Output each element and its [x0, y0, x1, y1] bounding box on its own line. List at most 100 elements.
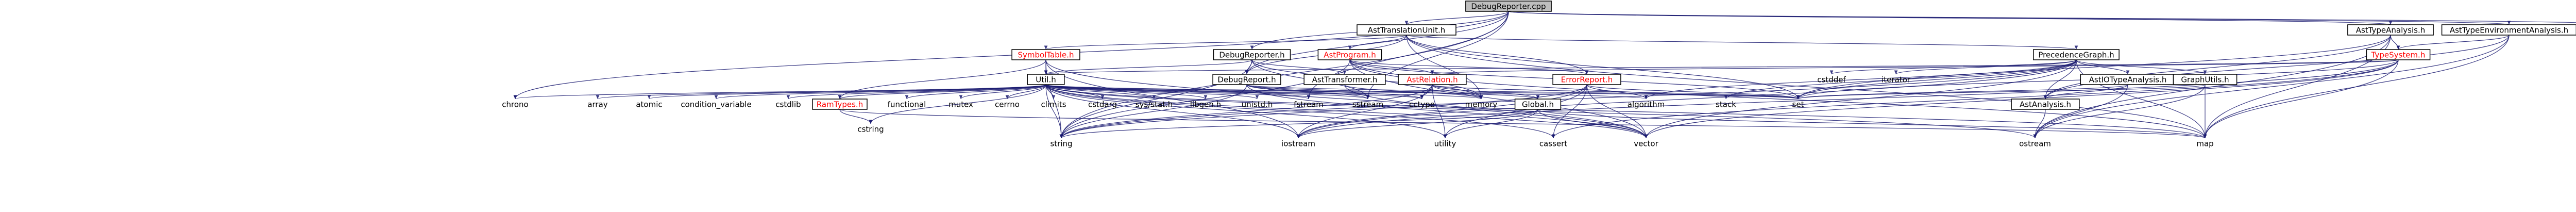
node-label: atomic: [636, 100, 662, 109]
node-box: [1027, 74, 1065, 85]
node-condition-variable[interactable]: condition_variable: [671, 99, 761, 110]
node-vector[interactable]: vector: [1628, 138, 1665, 149]
edge-util-h-to-mutex: [959, 84, 1046, 100]
node-ast-program-h[interactable]: AstProgram.h: [1317, 49, 1382, 60]
node-box: [1303, 74, 1386, 85]
node-map[interactable]: map: [2193, 138, 2217, 149]
node-graph-utils-h[interactable]: GraphUtils.h: [2173, 74, 2238, 85]
edge-error-report-h-to-iostream: [1296, 84, 1587, 139]
edge-util-h-to-memory: [1045, 84, 1483, 100]
node-label: cassert: [1539, 139, 1567, 149]
node-precedence-graph-h[interactable]: PrecedenceGraph.h: [2033, 49, 2120, 60]
node-ast-transformer-h[interactable]: AstTransformer.h: [1303, 74, 1386, 85]
edge-util-h-to-condition-variable: [714, 84, 1046, 100]
edge-ast-transformer-h-to-memory: [1344, 84, 1483, 100]
node-util-h[interactable]: Util.h: [1027, 74, 1065, 85]
edge-ast-relation-h-to-iostream: [1296, 84, 1433, 139]
edge-type-system-h-to-map: [2203, 59, 2399, 139]
edge-debug-report-h-to-set: [1246, 84, 1800, 100]
edge-ast-relation-h-to-global-h: [1432, 84, 1540, 100]
node-cctype[interactable]: cctype: [1403, 99, 1440, 109]
node-sstream[interactable]: sstream: [1347, 99, 1388, 109]
node-mutex[interactable]: mutex: [945, 99, 977, 109]
node-label: sstream: [1352, 100, 1383, 109]
dependency-edges: [513, 11, 2576, 139]
node-label: RamTypes.h: [817, 100, 863, 109]
node-label: sys/stat.h: [1136, 100, 1173, 109]
node-debug-report-h[interactable]: DebugReport.h: [1212, 74, 1281, 85]
node-label: DebugReporter.h: [1219, 51, 1284, 60]
node-label: cerrno: [995, 100, 1020, 109]
edge-graph-utils-h-to-ostream: [2033, 84, 2206, 139]
node-cerrno[interactable]: cerrno: [989, 99, 1026, 109]
node-label: libgen.h: [1190, 100, 1221, 109]
edge-util-h-to-cstring: [869, 84, 1046, 124]
node-debug-reporter-h[interactable]: DebugReporter.h: [1213, 49, 1291, 60]
edge-ast-type-analysis-h-to-ast-analysis-h: [2043, 35, 2391, 100]
edge-error-report-h-to-set: [1586, 84, 1800, 100]
edge-debug-report-h-to-global-h: [1246, 84, 1540, 100]
node-stack[interactable]: stack: [1710, 99, 1742, 109]
edge-ast-io-type-analysis-h-to-ast-analysis-h: [2043, 84, 2128, 100]
node-climits[interactable]: climits: [1033, 99, 1074, 109]
node-algorithm[interactable]: algorithm: [1621, 99, 1671, 109]
node-type-system-h[interactable]: TypeSystem.h: [2366, 49, 2431, 60]
node-label: SymbolTable.h: [1018, 51, 1074, 60]
edge-debug-report-h-to-string: [1059, 84, 1247, 139]
node-atomic[interactable]: atomic: [631, 99, 668, 109]
node-label: cstdlib: [775, 100, 801, 109]
node-label: cctype: [1409, 100, 1435, 109]
node-ast-analysis-h[interactable]: AstAnalysis.h: [2011, 99, 2080, 110]
node-box: [1357, 24, 1456, 36]
node-cstring[interactable]: cstring: [850, 124, 891, 134]
node-ram-types-h[interactable]: RamTypes.h: [812, 99, 868, 110]
node-global-h[interactable]: Global.h: [1514, 99, 1562, 110]
node-unistd-h[interactable]: unistd.h: [1234, 99, 1280, 109]
node-box: [1514, 99, 1562, 110]
node-label: map: [2196, 139, 2213, 149]
node-cstdarg[interactable]: cstdarg: [1082, 99, 1123, 109]
node-sys-stat-h[interactable]: sys/stat.h: [1127, 99, 1181, 109]
edge-debug-reporter-h-to-ast-transformer-h: [1251, 59, 1347, 75]
node-fstream[interactable]: fstream: [1288, 99, 1329, 109]
edge-ram-types-h-to-map: [839, 109, 2207, 139]
node-iterator[interactable]: iterator: [1873, 74, 1919, 85]
node-ast-translation-unit-h[interactable]: AstTranslationUnit.h: [1357, 24, 1456, 36]
node-set[interactable]: set: [1786, 99, 1810, 109]
edge-ast-type-env-analysis-h-to-ast-analysis-h: [2043, 35, 2510, 100]
node-iostream[interactable]: iostream: [1276, 138, 1321, 149]
node-functional[interactable]: functional: [879, 99, 934, 109]
node-label: array: [587, 100, 607, 109]
node-error-report-h[interactable]: ErrorReport.h: [1552, 74, 1621, 85]
edge-debug-reporter-cpp-to-ast-translation-unit-h: [1404, 11, 1509, 25]
node-cassert[interactable]: cassert: [1533, 138, 1574, 149]
node-memory[interactable]: memory: [1463, 99, 1500, 109]
edge-ast-type-env-analysis-h-to-type-system-h: [2396, 35, 2510, 50]
edge-util-h-to-libgen-h: [1045, 84, 1208, 100]
node-cstdlib[interactable]: cstdlib: [768, 99, 809, 109]
node-box: [1552, 74, 1621, 85]
node-array[interactable]: array: [582, 99, 614, 109]
node-cstddef[interactable]: cstddef: [1811, 74, 1852, 85]
edge-util-h-to-sstream: [1045, 84, 1370, 100]
node-box: [2173, 74, 2238, 85]
edge-ast-translation-unit-h-to-ast-program-h: [1348, 35, 1407, 50]
node-label: chrono: [502, 100, 528, 109]
node-debug-reporter-cpp[interactable]: DebugReporter.cpp: [1465, 1, 1552, 12]
node-symbol-table-h[interactable]: SymbolTable.h: [1011, 49, 1080, 60]
node-utility[interactable]: utility: [1425, 138, 1466, 149]
node-ast-type-analysis-h[interactable]: AstTypeAnalysis.h: [2347, 24, 2434, 36]
node-libgen-h[interactable]: libgen.h: [1183, 99, 1229, 109]
node-string[interactable]: string: [1043, 138, 1080, 149]
node-ast-relation-h[interactable]: AstRelation.h: [1398, 74, 1467, 85]
edge-ast-relation-h-to-cctype: [1420, 84, 1433, 100]
edge-ast-type-env-analysis-h-to-ostream: [2033, 35, 2510, 139]
node-ast-type-env-analysis-h[interactable]: AstTypeEnvironmentAnalysis.h: [2441, 24, 2576, 36]
node-ostream[interactable]: ostream: [2014, 138, 2056, 149]
node-ast-io-type-analysis-h[interactable]: AstIOTypeAnalysis.h: [2080, 74, 2176, 85]
node-box: [1398, 74, 1467, 85]
node-chrono[interactable]: chrono: [497, 99, 534, 109]
node-box: [2033, 49, 2120, 60]
node-box: [1212, 74, 1281, 85]
